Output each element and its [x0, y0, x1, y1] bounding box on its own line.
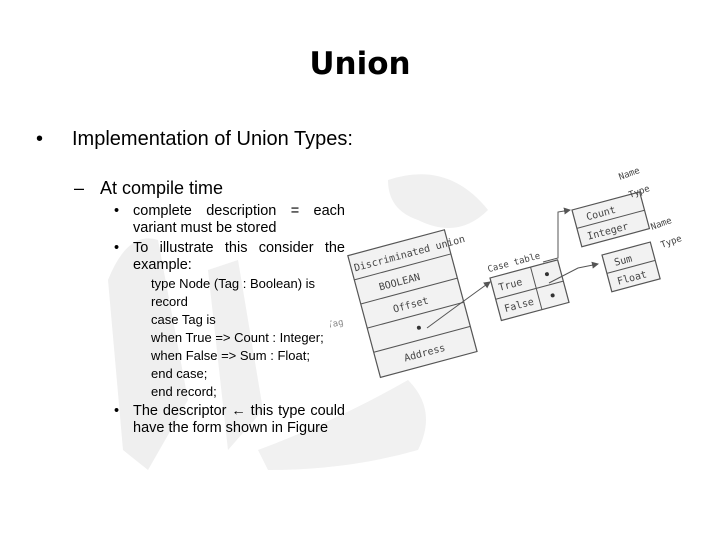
bullet-text: To illustrate this consider the example: — [133, 240, 345, 273]
code-line: case Tag is — [151, 312, 216, 327]
row-divider — [606, 259, 656, 274]
bullet-text: The descriptor ← this type could have th… — [133, 403, 345, 436]
code-example: type Node (Tag : Boolean) is record case… — [151, 275, 324, 401]
code-line: record — [151, 294, 188, 309]
arrow-to-case-table — [426, 281, 491, 329]
arrow-to-true-variant — [542, 207, 571, 263]
arrow-to-false-variant — [548, 261, 599, 284]
variant-field: Sum — [613, 254, 633, 269]
bullet-text: complete description = each variant must… — [133, 203, 345, 236]
row-divider — [367, 301, 464, 329]
row-divider — [495, 280, 564, 300]
bullet-text: Implementation of Union Types: — [72, 128, 353, 150]
bullet-text: At compile time — [100, 178, 224, 198]
false-variant-table: Sum Float — [601, 241, 661, 293]
code-line: end record; — [151, 384, 217, 399]
pointer-dot — [550, 293, 555, 298]
true-variant-table: Count Integer — [571, 191, 651, 248]
pointer-dot — [544, 272, 549, 277]
background-watermark — [108, 174, 488, 470]
name-label: Name — [650, 216, 674, 233]
type-label: Type — [660, 234, 684, 251]
slide-title: Union — [309, 46, 411, 82]
descriptor-diagram: Discriminated union BOOLEAN Offset Addre… — [330, 166, 684, 379]
row-divider — [576, 209, 645, 229]
row-divider — [373, 325, 471, 353]
code-line: when True => Count : Integer; — [151, 330, 324, 345]
descriptor-table: Discriminated union BOOLEAN Offset Addre… — [347, 229, 478, 379]
code-line: when False => Sum : Float; — [151, 348, 310, 363]
name-label: Name — [618, 166, 642, 183]
bullet-dot: • — [114, 240, 120, 256]
bullet-dot: • — [114, 403, 120, 419]
tag-label: Tag — [330, 318, 345, 331]
row-divider — [354, 253, 452, 281]
pointer-dot — [416, 325, 421, 330]
code-line: type Node (Tag : Boolean) is — [151, 276, 316, 291]
code-line: end case; — [151, 366, 208, 381]
bullet-dot: • — [36, 128, 44, 150]
descriptor-box — [347, 229, 478, 379]
bullet-dot: • — [114, 203, 120, 219]
dash-marker: – — [74, 178, 85, 198]
row-divider — [360, 277, 458, 305]
column-divider — [530, 267, 543, 310]
